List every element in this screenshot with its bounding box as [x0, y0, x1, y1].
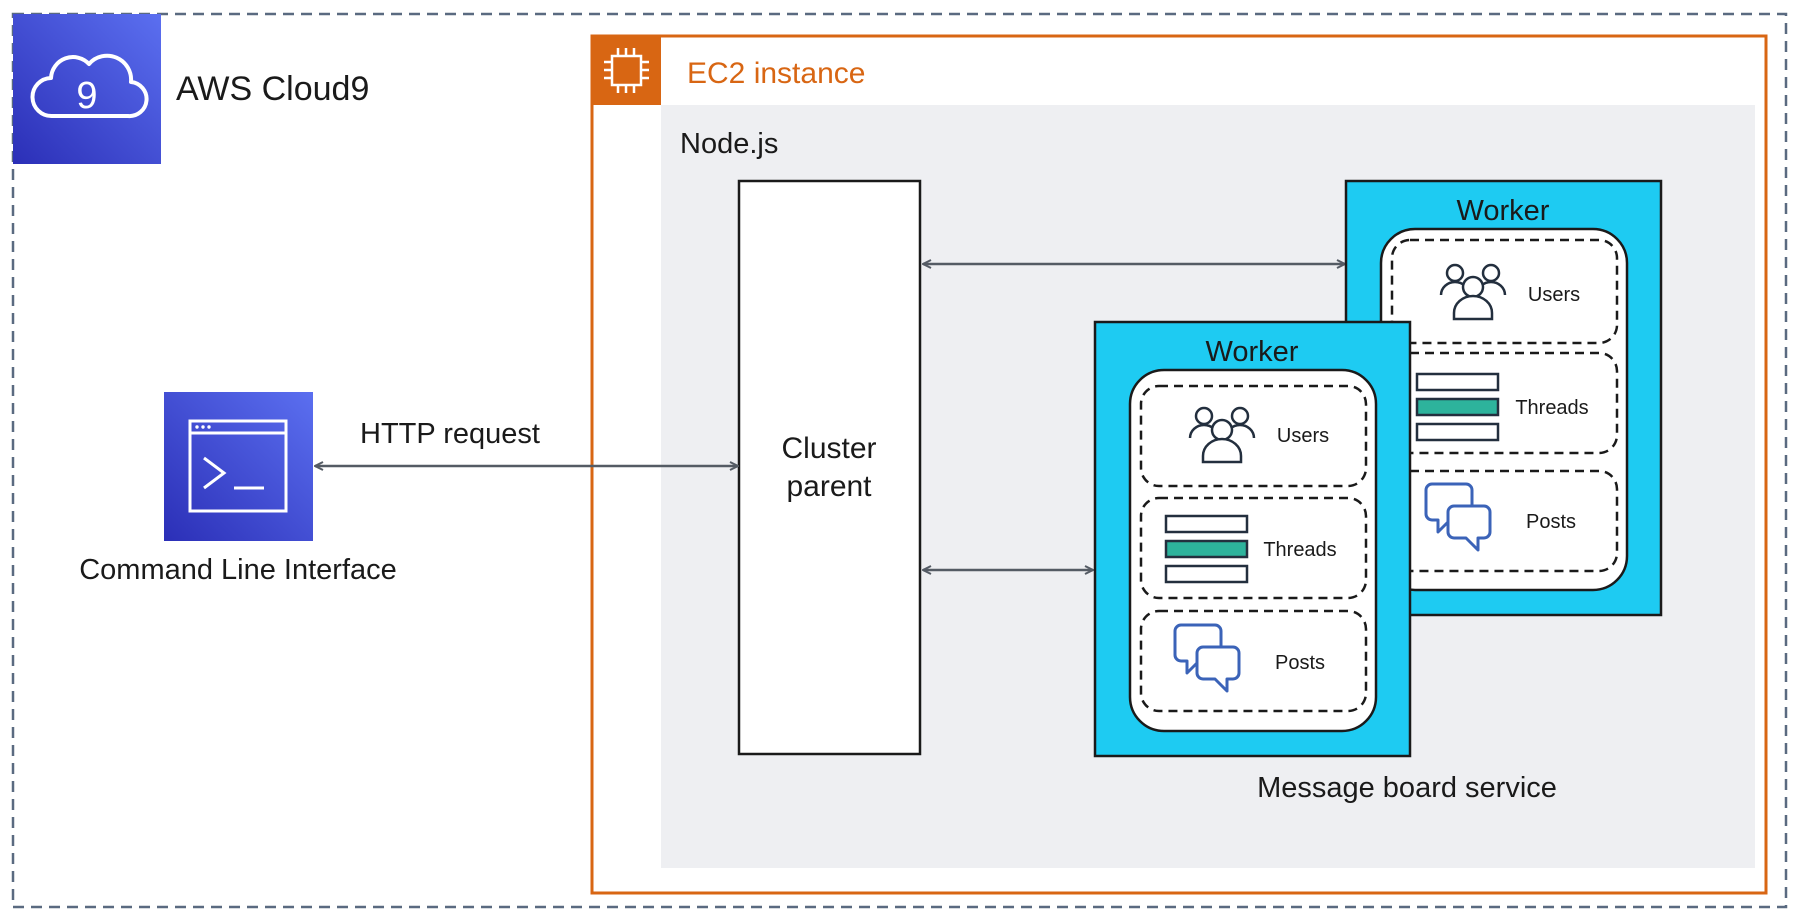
users-label: Users: [1277, 425, 1329, 447]
cli-label: Command Line Interface: [79, 554, 397, 586]
cluster-parent-line1: Cluster: [781, 432, 876, 465]
worker-title: Worker: [1457, 195, 1550, 227]
cloud9-title: AWS Cloud9: [176, 70, 369, 108]
ec2-chip-icon: [592, 36, 661, 105]
cloud9-boundary: [11, 12, 1788, 909]
worker-front: Worker Users Threads Posts: [1093, 320, 1412, 758]
cluster-parent-line2: parent: [786, 470, 872, 503]
users-slot: [1390, 238, 1619, 345]
users-label: Users: [1528, 284, 1580, 306]
cluster-parent-box: [737, 179, 922, 756]
posts-label: Posts: [1526, 511, 1576, 533]
threads-slot: [1139, 496, 1368, 600]
threads-icon: [1164, 514, 1249, 584]
posts-label: Posts: [1275, 652, 1325, 674]
threads-label: Threads: [1263, 539, 1336, 561]
ec2-title: EC2 instance: [687, 57, 865, 90]
users-slot: [1139, 384, 1368, 488]
nodejs-label: Node.js: [680, 128, 778, 160]
threads-icon: [1415, 372, 1500, 442]
cloud9-icon: 9: [13, 14, 161, 164]
cloud9-icon-digit: 9: [76, 75, 97, 117]
worker-title: Worker: [1206, 336, 1299, 368]
terminal-icon: [164, 392, 313, 541]
http-request-label: HTTP request: [360, 418, 540, 450]
threads-label: Threads: [1515, 397, 1588, 419]
posts-slot: [1139, 609, 1368, 713]
message-board-service-label: Message board service: [1257, 772, 1557, 804]
